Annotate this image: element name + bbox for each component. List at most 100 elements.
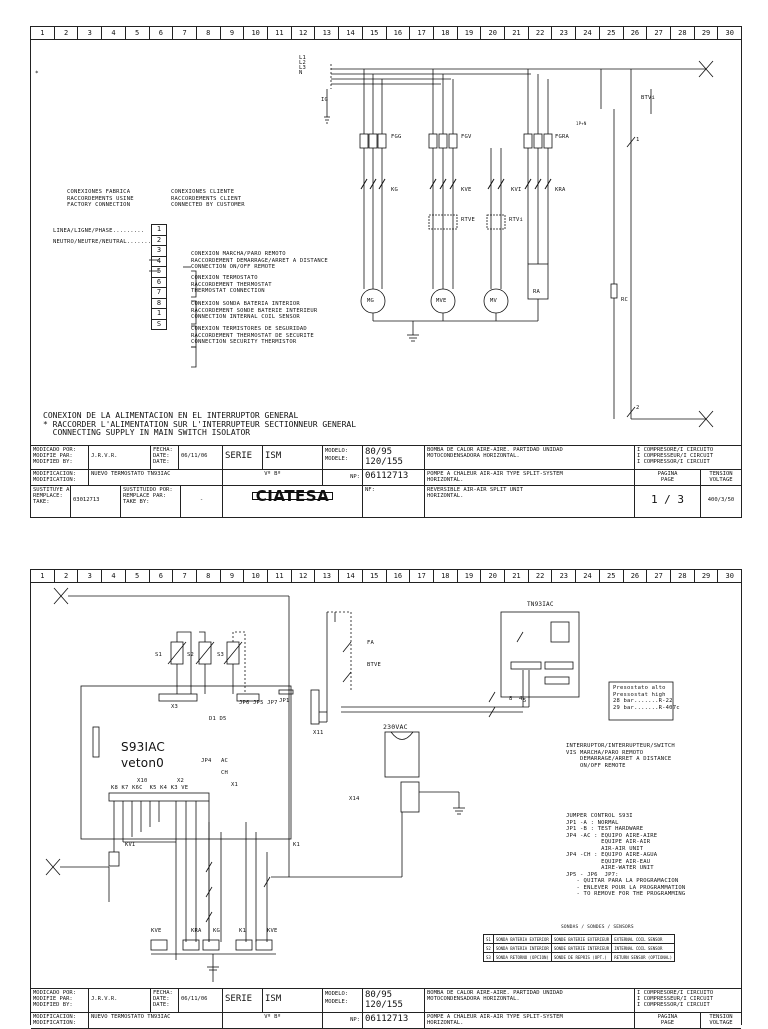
ruler-cell: 10 <box>244 570 269 582</box>
np-value: 06112713 <box>363 1013 425 1029</box>
contactor-kra-label: KRA <box>555 187 566 193</box>
circuit-label: I COMPRESORE/I CIRCUITO I COMPRESSEUR/I … <box>635 989 741 1013</box>
description-es: BOMBA DE CALOR AIRE-AIRE. PARTIDAD UNIDA… <box>425 989 635 1013</box>
date-label: FECHA: DATE: DATE: <box>151 446 179 470</box>
node-5-label: 5 <box>523 698 527 704</box>
sensor-s1-label: S1 <box>155 652 163 658</box>
power-circuit-drawing <box>149 60 714 428</box>
description-en: REVERSIBLE AIR-AIR SPLIT UNIT HORIZONTAL… <box>425 486 635 518</box>
fa-label: FA <box>367 640 375 646</box>
title-block: MODICADO POR: MODIFIE PAR: MODIFIED BY: … <box>31 445 741 518</box>
model-value: 80/95 120/155 <box>363 989 425 1013</box>
title-block: MODICADO POR: MODIFIE PAR: MODIFIED BY: … <box>31 988 741 1029</box>
ruler-cell: 7 <box>173 570 197 582</box>
ruler-cell: 23 <box>552 570 577 582</box>
ruler-cell: 24 <box>576 570 600 582</box>
x2-label: X2 <box>177 778 185 784</box>
control-circuit-drawing <box>45 587 674 982</box>
coil-kra-label: KRA <box>191 928 202 934</box>
fuse-fgv-label: FGV <box>461 134 472 140</box>
kvi-coil-label: KVI <box>125 842 136 848</box>
terminal: 3 <box>152 246 166 257</box>
nf-label: NF: <box>363 486 425 518</box>
jumpers-label: JP6 JP5 JP7 <box>239 700 278 706</box>
motor-mve-label: MVE <box>436 298 447 304</box>
relay-rtve-label: RTVE <box>461 217 476 223</box>
contactor-kve-label: KVE <box>461 187 472 193</box>
ruler-cell: 15 <box>363 570 387 582</box>
date-value: 06/11/06 <box>179 989 223 1013</box>
board-subname: veton0 <box>121 756 164 770</box>
fuse-fgra-label: FGRA <box>555 134 570 140</box>
ruler-cell: 11 <box>268 27 292 39</box>
author-value: J.R.V.R. <box>89 446 151 470</box>
line-label-n: N <box>299 70 303 76</box>
ruler-cell: 25 <box>600 27 624 39</box>
node-8-label: 8 <box>509 696 513 702</box>
ruler-cell: 27 <box>647 27 671 39</box>
jp4-label: JP4 <box>201 758 212 764</box>
ig-label: IG <box>321 97 329 103</box>
coil-kve-label: KVE <box>151 928 162 934</box>
terminal: 4 <box>152 257 166 267</box>
coil-k1-label: K1 <box>239 928 247 934</box>
ruler-cell: 30 <box>725 572 734 580</box>
serie-value: ISM <box>263 989 323 1013</box>
jp4-ch-label: CH <box>221 770 229 776</box>
ruler-cell: 21 <box>505 27 529 39</box>
ruler-cell: 6 <box>150 570 174 582</box>
ruler-cell: 28 <box>671 570 695 582</box>
btvi-label: BTVi <box>641 95 656 101</box>
terminal: 5 <box>152 267 166 278</box>
model-value: 80/95 120/155 <box>363 446 425 470</box>
ruler-cell: 5 <box>126 570 150 582</box>
contactor-kvi-label: KVI <box>511 187 522 193</box>
x10-label: X10 <box>137 778 148 784</box>
ciatesa-logo: CIATESA <box>251 489 334 504</box>
line-label-l1: L1 <box>299 55 307 61</box>
ruler-cell: 21 <box>505 570 529 582</box>
model-label: MODELO: MODELE: <box>323 989 363 1013</box>
ruler-cell: 23 <box>552 27 577 39</box>
replaced-by-label: SUSTITUIDO POR: REMPLACE PAR: TAKE BY: <box>121 486 181 518</box>
ruler-cell: 5 <box>126 27 150 39</box>
contactor-kg-label: KG <box>391 187 399 193</box>
ruler-cell: 14 <box>339 570 363 582</box>
ruler-cell: 8 <box>197 27 221 39</box>
ruler-cell: 12 <box>292 27 316 39</box>
ruler-cell: 9 <box>221 27 245 39</box>
terminal: 1 <box>152 225 166 236</box>
motor-mv-label: MV <box>490 298 498 304</box>
ruler-cell: 10 <box>244 27 269 39</box>
fuse-fgg-label: FGG <box>391 134 402 140</box>
ruler-cell: 26 <box>624 27 648 39</box>
ruler-cell: 3 <box>78 570 103 582</box>
ruler-cell: 13 <box>315 27 340 39</box>
ruler-cell: 2 <box>55 27 79 39</box>
sensor-s3-label: S3 <box>217 652 225 658</box>
supply-note: CONEXION DE LA ALIMENTACION EN EL INTERR… <box>43 411 357 437</box>
np-label: NP: <box>323 470 363 486</box>
ruler-cell: 27 <box>647 570 671 582</box>
ruler-cell: 13 <box>315 570 340 582</box>
ra-label: RA <box>533 289 541 295</box>
voltage-label: TENSION VOLTAGE <box>701 470 741 486</box>
ruler-cell: 29 <box>695 27 719 39</box>
logo-cell: CIATESA <box>223 486 363 518</box>
description-es: BOMBA DE CALOR AIRE-AIRE. PARTIDAD UNIDA… <box>425 446 635 470</box>
jp4-ac-label: AC <box>221 758 229 764</box>
modified-by-label: MODICADO POR: MODIFIE PAR: MODIFIED BY: <box>31 989 89 1013</box>
replaces-label: SUSTITUYE A: REMPLACE: TAKE: <box>31 486 71 518</box>
ruler-cell: 22 <box>529 570 553 582</box>
circuit-label: I COMPRESORE/I CIRCUITO I COMPRESSEUR/I … <box>635 446 741 470</box>
serie-label: SERIE <box>223 989 263 1013</box>
